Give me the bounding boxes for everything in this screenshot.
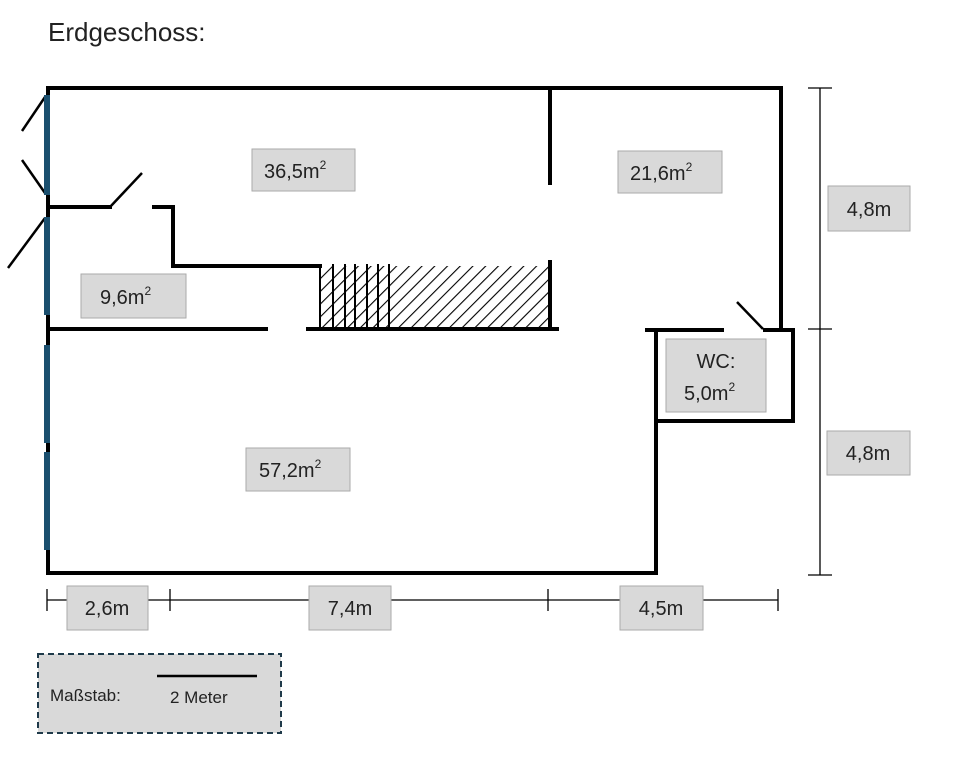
svg-text:2 Meter: 2 Meter	[170, 688, 228, 707]
svg-text:4,5m: 4,5m	[639, 598, 683, 620]
scale-legend: Maßstab: 2 Meter	[37, 653, 282, 734]
room-label: 21,6m2	[617, 150, 723, 194]
svg-text:21,6m2: 21,6m2	[630, 160, 693, 185]
window-swing-icon	[6, 217, 47, 269]
window-swing-icon	[20, 159, 47, 194]
svg-text:7,4m: 7,4m	[328, 598, 372, 620]
horizontal-dimension: 2,6m 7,4m 4,5m	[46, 585, 779, 631]
wc-door-swing-icon	[736, 301, 764, 330]
vertical-dimension: 4,8m 4,8m	[808, 87, 911, 576]
svg-text:9,6m2: 9,6m2	[100, 284, 151, 309]
svg-text:Maßstab:: Maßstab:	[50, 686, 121, 705]
svg-text:4,8m: 4,8m	[847, 199, 891, 221]
title: Erdgeschoss:	[48, 17, 206, 47]
room-label: 36,5m2	[251, 148, 356, 192]
svg-text:2,6m: 2,6m	[85, 598, 129, 620]
svg-text:57,2m2: 57,2m2	[259, 457, 322, 482]
staircase	[319, 264, 550, 331]
door-swing-icon	[109, 172, 143, 208]
svg-text:5,0m2: 5,0m2	[684, 380, 735, 405]
walls	[46, 86, 795, 575]
room-label: 9,6m2	[80, 273, 187, 319]
window-swing-icon	[20, 96, 47, 132]
room-label-wc: WC: 5,0m2	[665, 338, 767, 413]
room-label: 57,2m2	[245, 447, 351, 492]
svg-text:WC:: WC:	[697, 351, 736, 373]
svg-text:4,8m: 4,8m	[846, 443, 890, 465]
svg-text:36,5m2: 36,5m2	[264, 158, 327, 183]
